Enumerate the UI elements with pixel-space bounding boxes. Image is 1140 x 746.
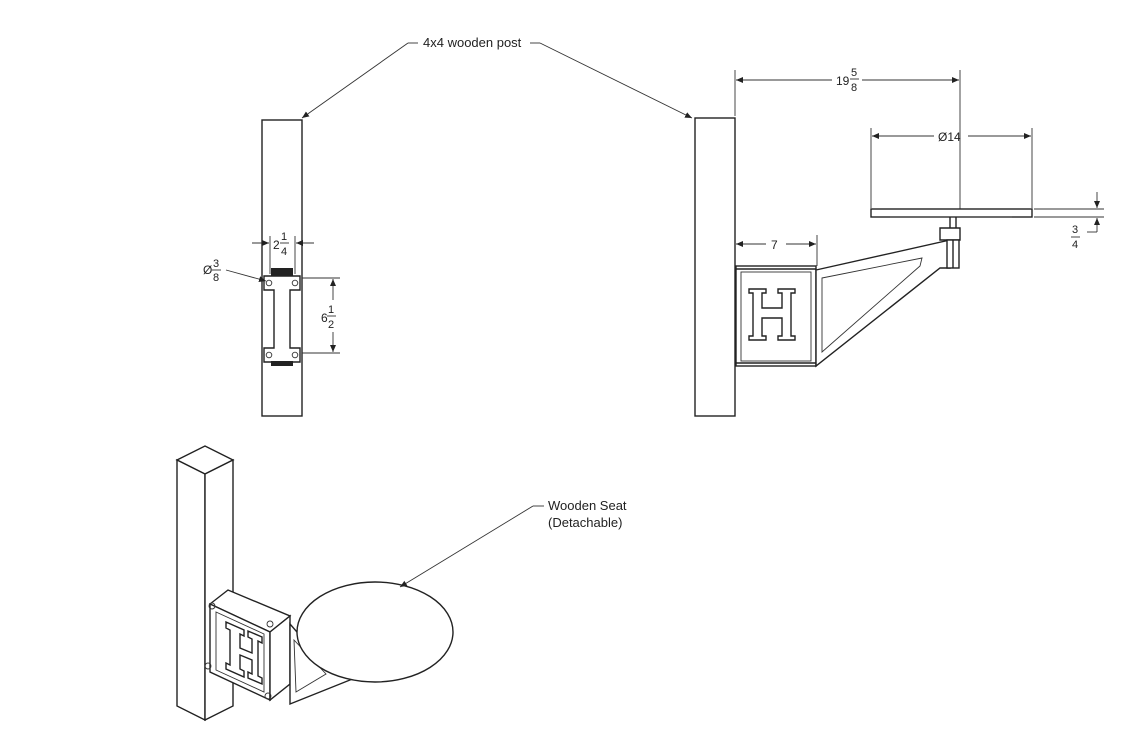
iso-seat bbox=[296, 581, 454, 683]
isometric-view bbox=[175, 445, 454, 722]
seat-dia-label: Ø14 bbox=[938, 130, 961, 144]
arm-length-dimension bbox=[736, 235, 818, 266]
plate-height-dimension bbox=[302, 277, 340, 354]
hole-dia-leader bbox=[225, 269, 267, 283]
side-seat bbox=[870, 208, 1033, 218]
height-den: 2 bbox=[328, 319, 334, 331]
front-view: 2 1 4 Ø 3 8 6 1 2 bbox=[203, 119, 340, 417]
hole-dia-den: 8 bbox=[213, 272, 219, 284]
hole-spacing-whole: 2 bbox=[273, 238, 280, 252]
reach-dimension bbox=[734, 70, 961, 215]
seat-label-line1: Wooden Seat bbox=[548, 498, 627, 513]
reach-whole: 19 bbox=[836, 74, 850, 88]
hole-spacing-den: 4 bbox=[281, 246, 287, 258]
post-label: 4x4 wooden post bbox=[423, 35, 522, 50]
seat-label-line2: (Detachable) bbox=[548, 515, 622, 530]
arm-length-label: 7 bbox=[771, 238, 778, 252]
seat-leader-line bbox=[399, 505, 544, 588]
side-post bbox=[694, 117, 736, 417]
hole-dia-prefix: Ø bbox=[203, 263, 212, 277]
hole-dia-num: 3 bbox=[213, 258, 219, 270]
post-leader-lines bbox=[301, 42, 693, 119]
mounting-plate-front bbox=[263, 268, 301, 366]
seat-diameter-dimension bbox=[870, 128, 1033, 208]
hole-spacing-dimension bbox=[252, 236, 314, 274]
side-bracket bbox=[735, 217, 961, 368]
reach-den: 8 bbox=[851, 82, 857, 94]
side-view: 19 5 8 Ø14 3 4 7 bbox=[694, 67, 1104, 417]
reach-num: 5 bbox=[851, 67, 857, 79]
height-num: 1 bbox=[328, 304, 334, 316]
height-whole: 6 bbox=[321, 311, 328, 325]
seat-thk-num: 3 bbox=[1072, 224, 1078, 236]
seat-thickness-dimension bbox=[1034, 192, 1104, 233]
hole-spacing-num: 1 bbox=[281, 231, 287, 243]
seat-thk-den: 4 bbox=[1072, 239, 1078, 251]
h-logo-side bbox=[748, 288, 796, 341]
h-logo-iso bbox=[225, 620, 263, 686]
